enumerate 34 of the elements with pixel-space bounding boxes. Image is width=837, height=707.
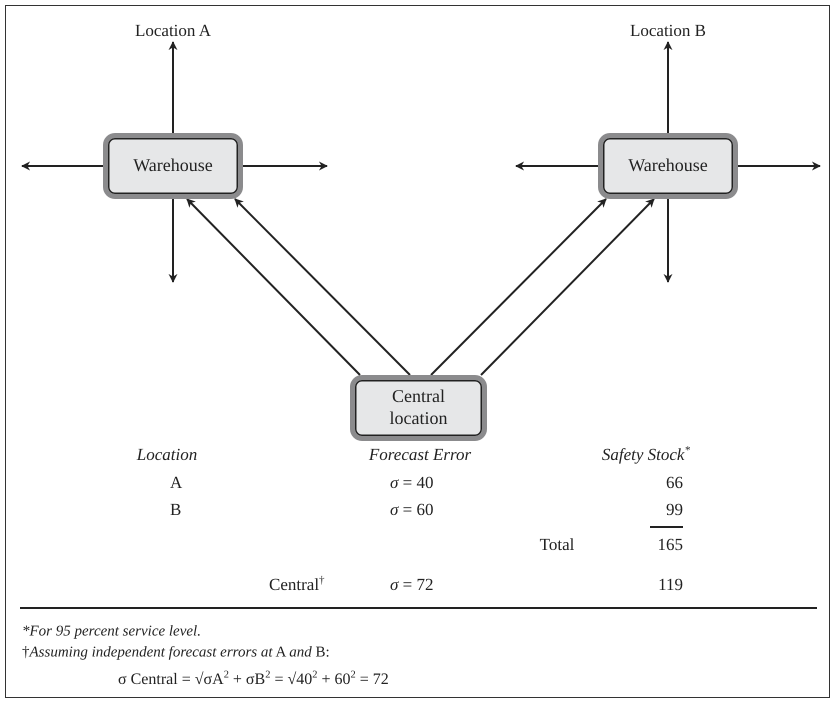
- column-header: Location: [136, 445, 198, 465]
- arrow: [168, 41, 178, 133]
- location-box: Central location: [350, 375, 487, 441]
- arrow: [234, 198, 411, 376]
- column-header: Forecast Error: [368, 445, 472, 465]
- arrow: [21, 162, 103, 170]
- location-title: Location A: [118, 20, 228, 42]
- arrow: [515, 162, 598, 170]
- footnote: †Assuming independent forecast errors at A and B:: [22, 644, 330, 662]
- table-cell: 165: [658, 535, 683, 555]
- column-header: Safety Stock$^{*}$: [602, 445, 690, 465]
- table-cell: 66: [666, 473, 683, 493]
- table-cell: Total: [540, 535, 574, 555]
- arrow: [186, 198, 361, 376]
- arrow: [664, 41, 672, 133]
- table-cell: B: [170, 500, 182, 520]
- table-cell: σ = 60: [390, 500, 434, 520]
- table-cell: Central$^{†}$: [269, 575, 325, 595]
- arrow: [430, 198, 607, 376]
- arrow: [168, 199, 178, 283]
- arrow: [664, 199, 672, 283]
- formula: σ Central = √σA$^{2}$ + σB$^{2}$ = √40$^{2}$ + 60$^{2}$ = 72: [118, 671, 389, 689]
- table-cell: A: [170, 473, 182, 493]
- arrow: [243, 162, 328, 170]
- table-cell: σ = 40: [390, 473, 434, 493]
- location-title: Location B: [613, 20, 723, 42]
- table-cell: 99: [666, 500, 683, 520]
- table-cell: 119: [658, 575, 683, 595]
- arrow: [738, 162, 821, 170]
- arrow: [480, 198, 655, 376]
- location-box: Warehouse: [103, 133, 243, 199]
- table-cell: σ = 72: [390, 575, 434, 595]
- footnote: *For 95 percent service level.: [22, 624, 201, 640]
- location-box: Warehouse: [598, 133, 738, 199]
